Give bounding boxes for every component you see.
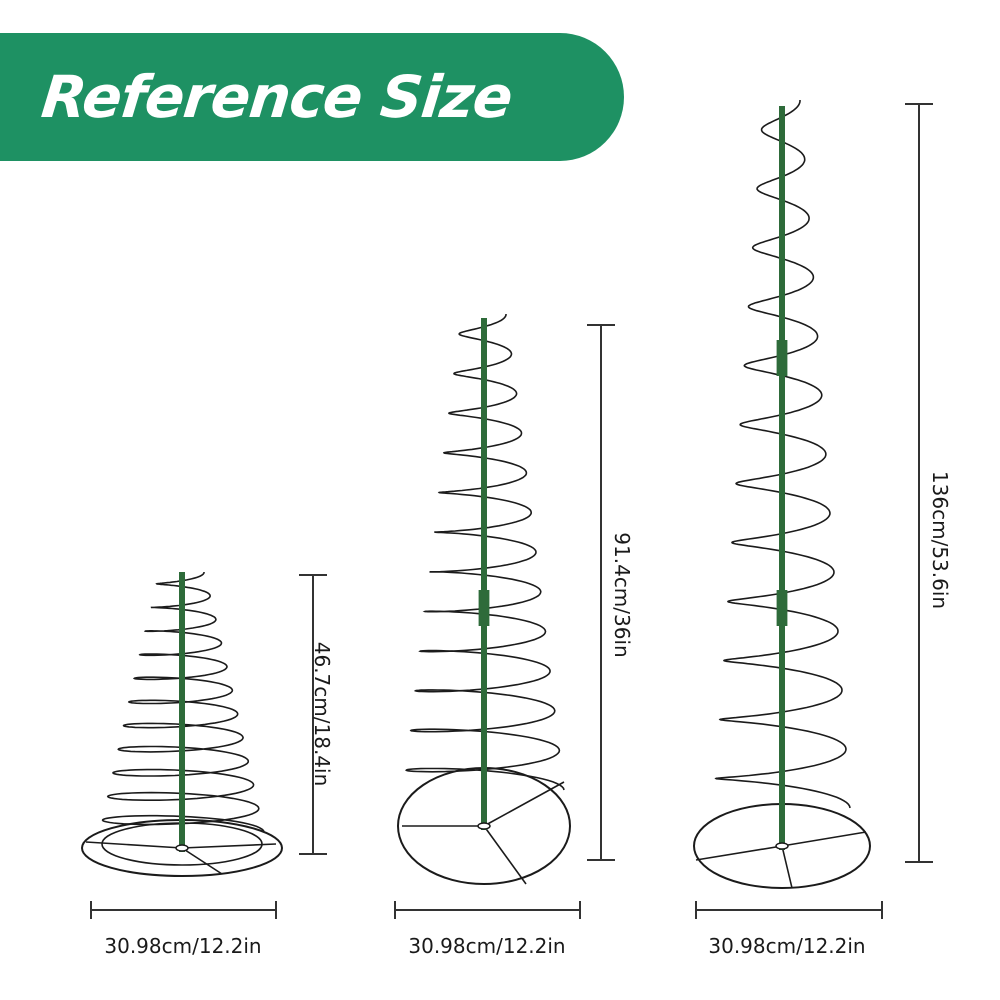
spiral-wire [714,100,851,809]
medium-width-label: 30.98cm/12.2in [408,934,566,958]
large-height-label: 136cm/53.6in [928,470,952,610]
stake-hub [775,842,789,850]
large-width-label: 30.98cm/12.2in [708,934,866,958]
spiral-wire [101,572,265,833]
base-spoke [781,845,793,889]
dimension-lines [90,103,933,919]
title-banner: Reference Size [0,33,624,161]
small-height-label: 46.7cm/18.4in [310,641,334,787]
base-spoke [181,843,277,849]
base-spoke [85,841,183,849]
stake-joint [776,340,788,376]
large-spiral-cage [693,100,871,889]
base-spoke [483,781,565,827]
spiral-wire [405,314,565,791]
stake-hub [175,844,189,852]
base-spoke [181,847,223,875]
stake-hub [477,822,491,830]
base-spoke [695,845,783,861]
stake-joint [478,590,490,626]
base-spoke [483,825,527,885]
small-width-label: 30.98cm/12.2in [104,934,262,958]
medium-height-label: 91.4cm/36in [610,532,634,658]
medium-spiral-cage [397,314,571,885]
base-spoke [781,831,867,847]
stake-joint [776,590,788,626]
small-spiral-cage [81,572,283,877]
